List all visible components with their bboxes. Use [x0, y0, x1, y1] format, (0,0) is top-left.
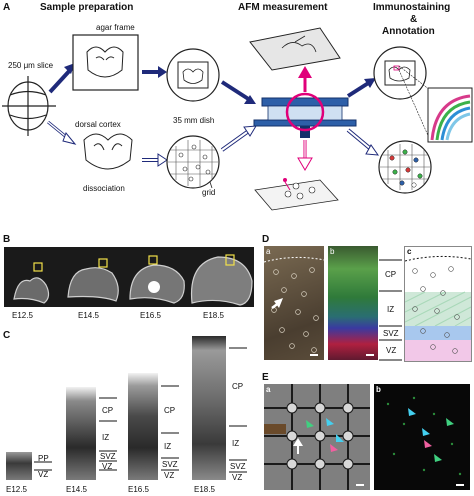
c-e165-svz: SVZ: [162, 460, 178, 469]
d-b-image: [328, 246, 378, 360]
label-agar-frame: agar frame: [96, 23, 135, 32]
panel-a-schematic: [2, 27, 473, 211]
d-layer-vz: VZ: [386, 346, 397, 355]
c-e165-iz: IZ: [164, 442, 172, 451]
e-b-image: [374, 384, 470, 490]
panel-b-letter: B: [3, 234, 11, 245]
d-c-image: [404, 246, 472, 362]
label-dorsal-cortex: dorsal cortex: [75, 120, 121, 129]
label-dissociation: dissociation: [83, 184, 125, 193]
c-e165-vz: VZ: [164, 471, 175, 480]
c-e185-iz: IZ: [232, 439, 240, 448]
c-age-3: E18.5: [194, 485, 215, 494]
c-age-2: E16.5: [128, 485, 149, 494]
d-c-letter: c: [407, 247, 412, 256]
panel-d-letter: D: [262, 234, 270, 245]
c-e125-vz: VZ: [38, 470, 49, 479]
c-age-0: E12.5: [6, 485, 27, 494]
label-grid: grid: [202, 188, 216, 197]
brain-icon: [2, 76, 56, 136]
panel-e-letter: E: [262, 372, 269, 383]
panel-a-letter: A: [3, 2, 11, 13]
c-e145-iz: IZ: [102, 433, 110, 442]
e-a-image: [264, 384, 370, 490]
c-age-1: E14.5: [66, 485, 87, 494]
c-stack-e125: [6, 452, 32, 480]
header-immunostaining: Immunostaining: [373, 2, 451, 13]
b-age-3: E18.5: [203, 311, 224, 320]
d-a-letter: a: [266, 247, 271, 256]
afm-stage: [253, 92, 357, 138]
header-annotation: Annotation: [382, 26, 435, 37]
c-e145-vz: VZ: [102, 462, 113, 471]
header-sample-preparation: Sample preparation: [40, 2, 134, 13]
e-b-letter: b: [376, 385, 381, 394]
afm-slice-plate: [249, 27, 341, 71]
c-stack-e165: [128, 373, 158, 480]
d-layer-cp: CP: [385, 270, 397, 279]
panel-b-image: [4, 247, 254, 307]
d-layer-svz: SVZ: [383, 329, 399, 338]
c-e185-cp: CP: [232, 382, 244, 391]
c-stack-e145: [66, 387, 96, 480]
c-stack-e185: [192, 336, 226, 480]
panel-c-letter: C: [3, 330, 11, 341]
b-age-1: E14.5: [78, 311, 99, 320]
c-e145-svz: SVZ: [100, 452, 116, 461]
label-dish: 35 mm dish: [173, 116, 215, 125]
b-age-2: E16.5: [140, 311, 161, 320]
c-e185-svz: SVZ: [230, 462, 246, 471]
header-ampersand: &: [410, 14, 418, 25]
e-a-letter: a: [266, 385, 271, 394]
b-age-0: E12.5: [12, 311, 33, 320]
c-e185-vz: VZ: [232, 473, 243, 482]
d-b-letter: b: [330, 247, 335, 256]
d-layer-iz: IZ: [387, 305, 395, 314]
label-slice: 250 μm slice: [8, 61, 54, 70]
d-a-image: [264, 246, 324, 360]
c-e125-pp: PP: [38, 454, 49, 463]
c-e145-cp: CP: [102, 406, 114, 415]
header-afm-measurement: AFM measurement: [238, 2, 328, 13]
afm-cell-plate: [254, 178, 339, 211]
c-e165-cp: CP: [164, 406, 176, 415]
